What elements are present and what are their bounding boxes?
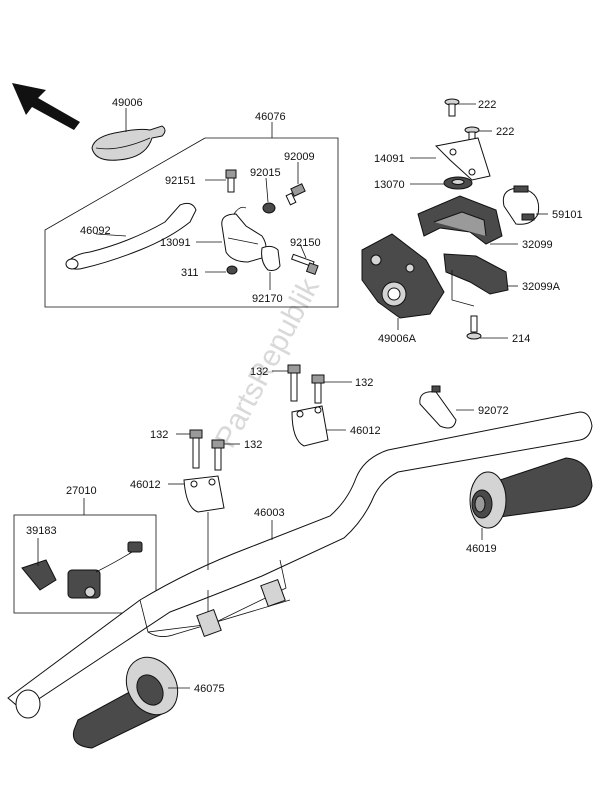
label-92170: 92170 <box>252 293 283 305</box>
throttle-pulley-59101 <box>502 185 540 225</box>
handlebar-holder-upper-b <box>183 475 225 513</box>
screw-222-a <box>444 98 460 117</box>
label-222-a: 222 <box>478 99 496 111</box>
switch-group-box <box>13 514 157 614</box>
label-222-b: 222 <box>496 126 514 138</box>
label-14091: 14091 <box>374 153 405 165</box>
handlebar <box>7 411 593 719</box>
label-46075: 46075 <box>194 683 225 695</box>
label-46076: 46076 <box>255 111 286 123</box>
nut-311 <box>226 265 238 275</box>
label-214: 214 <box>512 333 530 345</box>
label-39183: 39183 <box>26 525 57 537</box>
throttle-cover-49006A <box>361 233 445 319</box>
screw-214 <box>466 315 482 340</box>
label-46019: 46019 <box>466 543 497 555</box>
label-132-c: 132 <box>150 429 168 441</box>
lever-cover <box>91 125 166 161</box>
label-92015: 92015 <box>250 167 281 179</box>
lever-group-box <box>44 137 339 308</box>
throttle-housing-upper <box>417 195 503 245</box>
label-49006A: 49006A <box>378 333 417 345</box>
front-arrow-icon <box>12 83 80 130</box>
label-46012-b: 46012 <box>130 479 161 491</box>
handlebar-holder-upper-a <box>291 405 329 447</box>
right-grip <box>469 457 593 529</box>
label-92150: 92150 <box>290 237 321 249</box>
label-13091: 13091 <box>160 237 191 249</box>
gasket-13070 <box>443 176 473 190</box>
label-27010: 27010 <box>66 485 97 497</box>
leader-lines <box>37 103 548 689</box>
label-46012-a: 46012 <box>350 425 381 437</box>
clutch-lever <box>65 202 197 270</box>
clamp-92170 <box>261 245 281 271</box>
label-59101: 59101 <box>552 209 583 221</box>
engine-stop-switch <box>67 541 143 599</box>
bolt-132-c <box>189 429 203 469</box>
nut-92015 <box>262 202 276 214</box>
label-92009: 92009 <box>284 151 315 163</box>
label-46003: 46003 <box>254 507 285 519</box>
throttle-housing-lower <box>443 253 509 307</box>
bolt-132-a <box>287 364 301 402</box>
label-46092: 46092 <box>80 225 111 237</box>
label-311: 311 <box>181 267 199 279</box>
label-49006: 49006 <box>112 97 143 109</box>
throttle-cover-14091 <box>434 137 491 181</box>
bolt-132-b <box>311 374 325 404</box>
screw-92009 <box>285 183 306 206</box>
label-132-d: 132 <box>244 439 262 451</box>
cable-band-92072 <box>419 385 457 429</box>
label-92072: 92072 <box>478 405 509 417</box>
bolt-92151 <box>225 169 237 193</box>
label-32099A: 32099A <box>522 281 561 293</box>
label-132-a: 132 <box>250 366 268 378</box>
label-92151: 92151 <box>165 175 196 187</box>
label-32099: 32099 <box>522 239 553 251</box>
bolt-92150 <box>290 253 319 276</box>
bolt-132-d <box>211 439 225 471</box>
switch-bracket-39183 <box>21 559 57 591</box>
left-grip <box>72 656 179 749</box>
label-13070: 13070 <box>374 179 405 191</box>
lever-holder <box>221 206 267 263</box>
label-132-b: 132 <box>355 377 373 389</box>
